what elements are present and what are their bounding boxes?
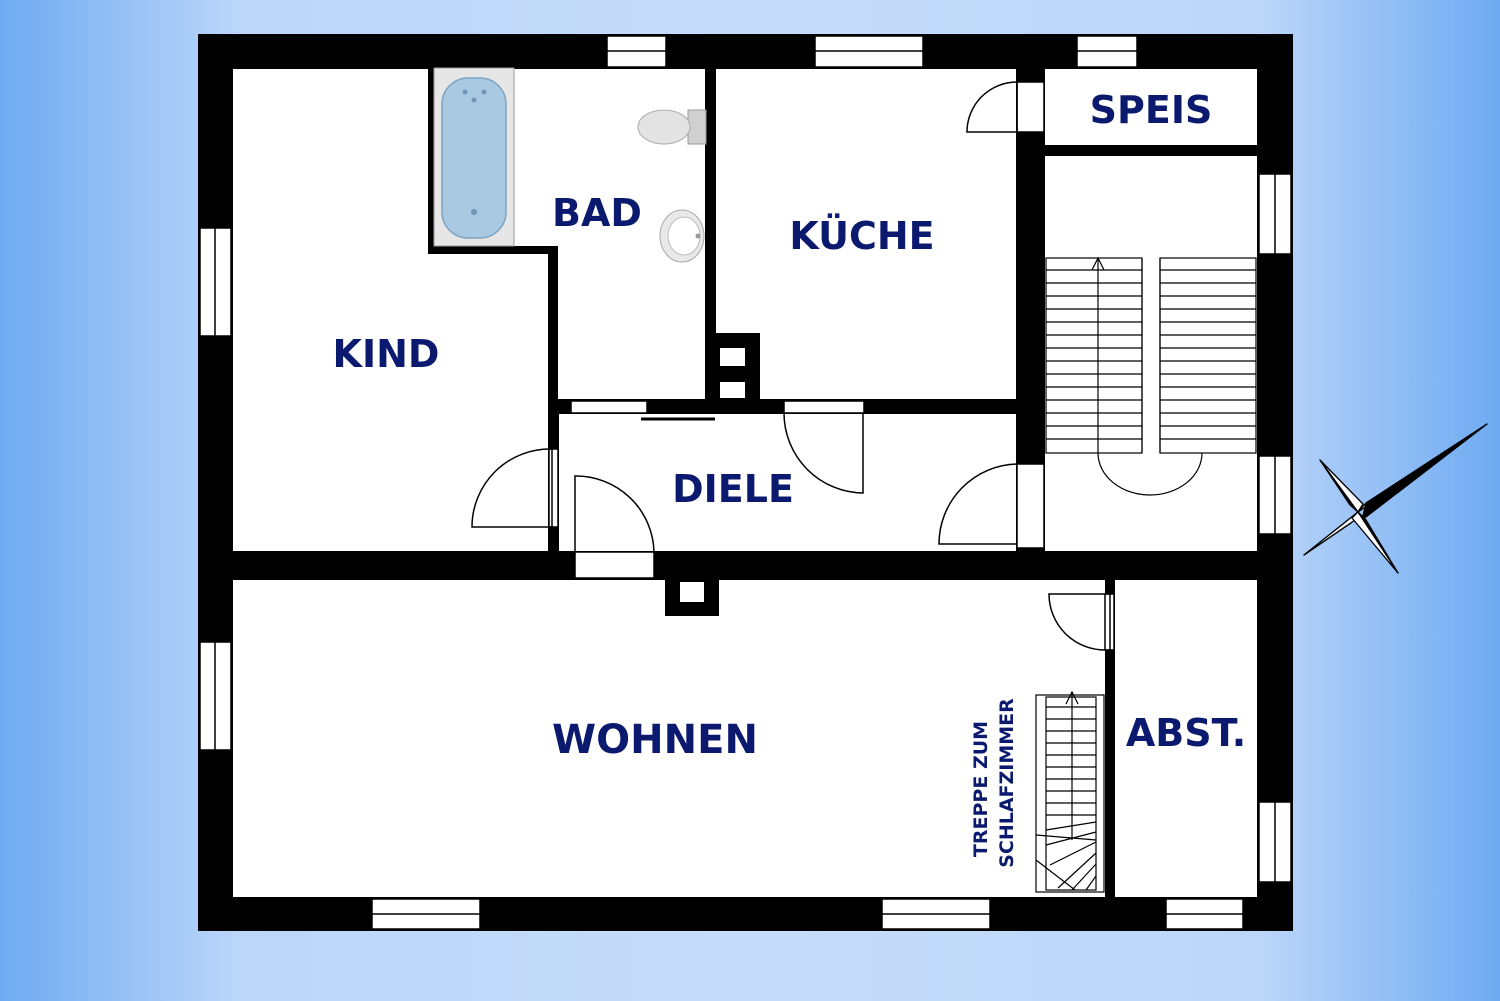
doors — [471, 81, 1115, 651]
bedroom-staircase — [1035, 690, 1105, 893]
room-label-diele: DIELE — [672, 467, 794, 511]
sink-icon — [659, 209, 705, 263]
main-staircase — [1045, 256, 1257, 496]
floor-wohnen — [233, 580, 1105, 897]
floor-kueche — [716, 69, 1016, 399]
floor-kind — [233, 69, 548, 551]
chimney-shafts — [665, 333, 760, 616]
room-label-bad: BAD — [552, 191, 642, 235]
bathtub-icon — [433, 67, 515, 247]
room-label-abst: ABST. — [1126, 711, 1246, 755]
stair-note-line-2: SCHLAFZIMMER — [996, 698, 1018, 868]
windows — [199, 35, 1292, 930]
compass-rose-icon — [1303, 423, 1488, 574]
room-label-speis: SPEIS — [1090, 88, 1213, 132]
room-label-wohnen: WOHNEN — [552, 717, 758, 763]
stair-note-line-1: TREPPE ZUM — [970, 721, 992, 857]
toilet-icon — [637, 109, 707, 145]
room-label-kind: KIND — [333, 332, 440, 376]
room-label-kueche: KÜCHE — [789, 214, 934, 258]
floor-abst — [1115, 580, 1257, 897]
floor-speis — [1045, 69, 1257, 145]
